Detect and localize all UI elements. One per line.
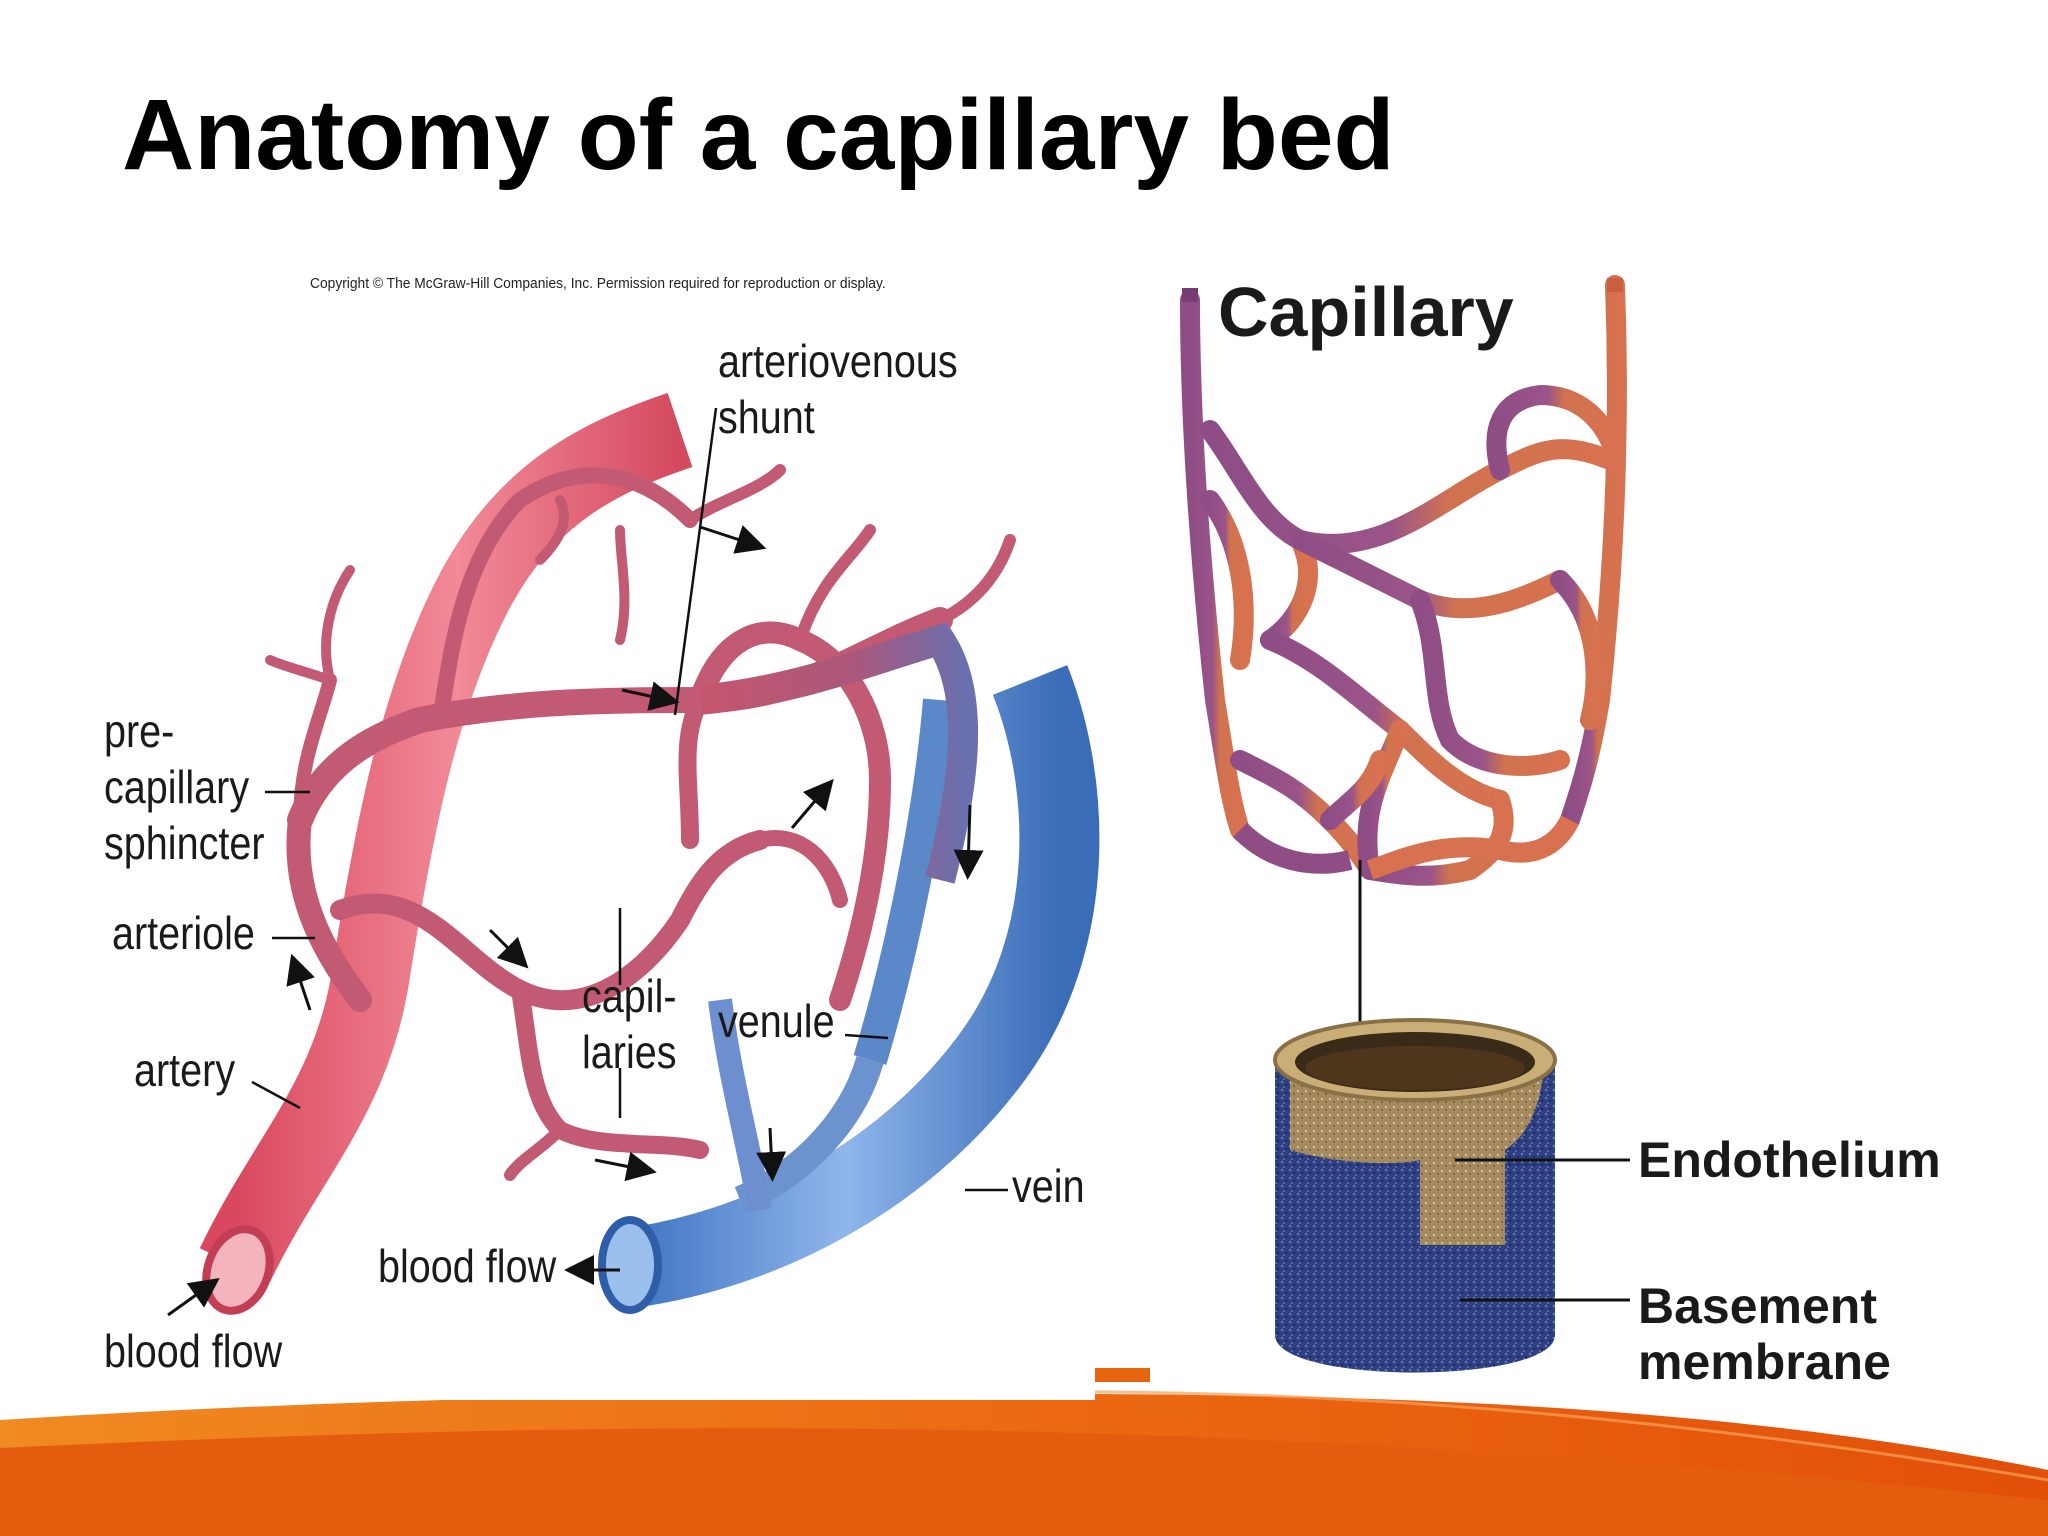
label-artery: artery [134, 1044, 236, 1096]
right-leader-lines [1455, 1158, 1630, 1302]
label-capil: capil- [582, 970, 677, 1022]
flow-arrows [167, 525, 984, 1317]
label-blood-flow-in: blood flow [104, 1325, 283, 1377]
label-laries: laries [582, 1026, 677, 1078]
capillary-network-diagram [1180, 275, 1630, 1373]
label-endothelium: Endothelium [1638, 1132, 1941, 1188]
capillary-bed-diagram [167, 393, 1100, 1317]
network-end-left [1182, 288, 1198, 302]
artery-opening [202, 1225, 274, 1315]
label-membrane: membrane [1638, 1334, 1891, 1390]
label-capillary: capillary [104, 761, 250, 813]
slide-title: Anatomy of a capillary bed [122, 79, 1395, 191]
artery-vessel [199, 393, 693, 1282]
vein-vessel [624, 665, 1100, 1308]
footer-swoosh [0, 1368, 2048, 1536]
copyright-notice: Copyright © The McGraw-Hill Companies, I… [310, 275, 886, 292]
network-end-right [1607, 278, 1623, 292]
label-vein: vein [1012, 1160, 1085, 1212]
label-arteriole: arteriole [112, 907, 255, 959]
label-sphincter: sphincter [104, 817, 265, 869]
capillary-title: Capillary [1218, 273, 1514, 351]
leader-lines [251, 407, 1008, 1192]
label-blood-flow-out: blood flow [378, 1240, 557, 1292]
label-shunt: shunt [718, 391, 815, 443]
vein-opening [598, 1216, 662, 1314]
label-basement: Basement [1638, 1278, 1877, 1334]
capillary-cross-section [1273, 1018, 1557, 1373]
label-pre: pre- [104, 705, 175, 757]
label-arteriovenous: arteriovenous [718, 335, 958, 387]
label-venule: venule [718, 995, 835, 1047]
